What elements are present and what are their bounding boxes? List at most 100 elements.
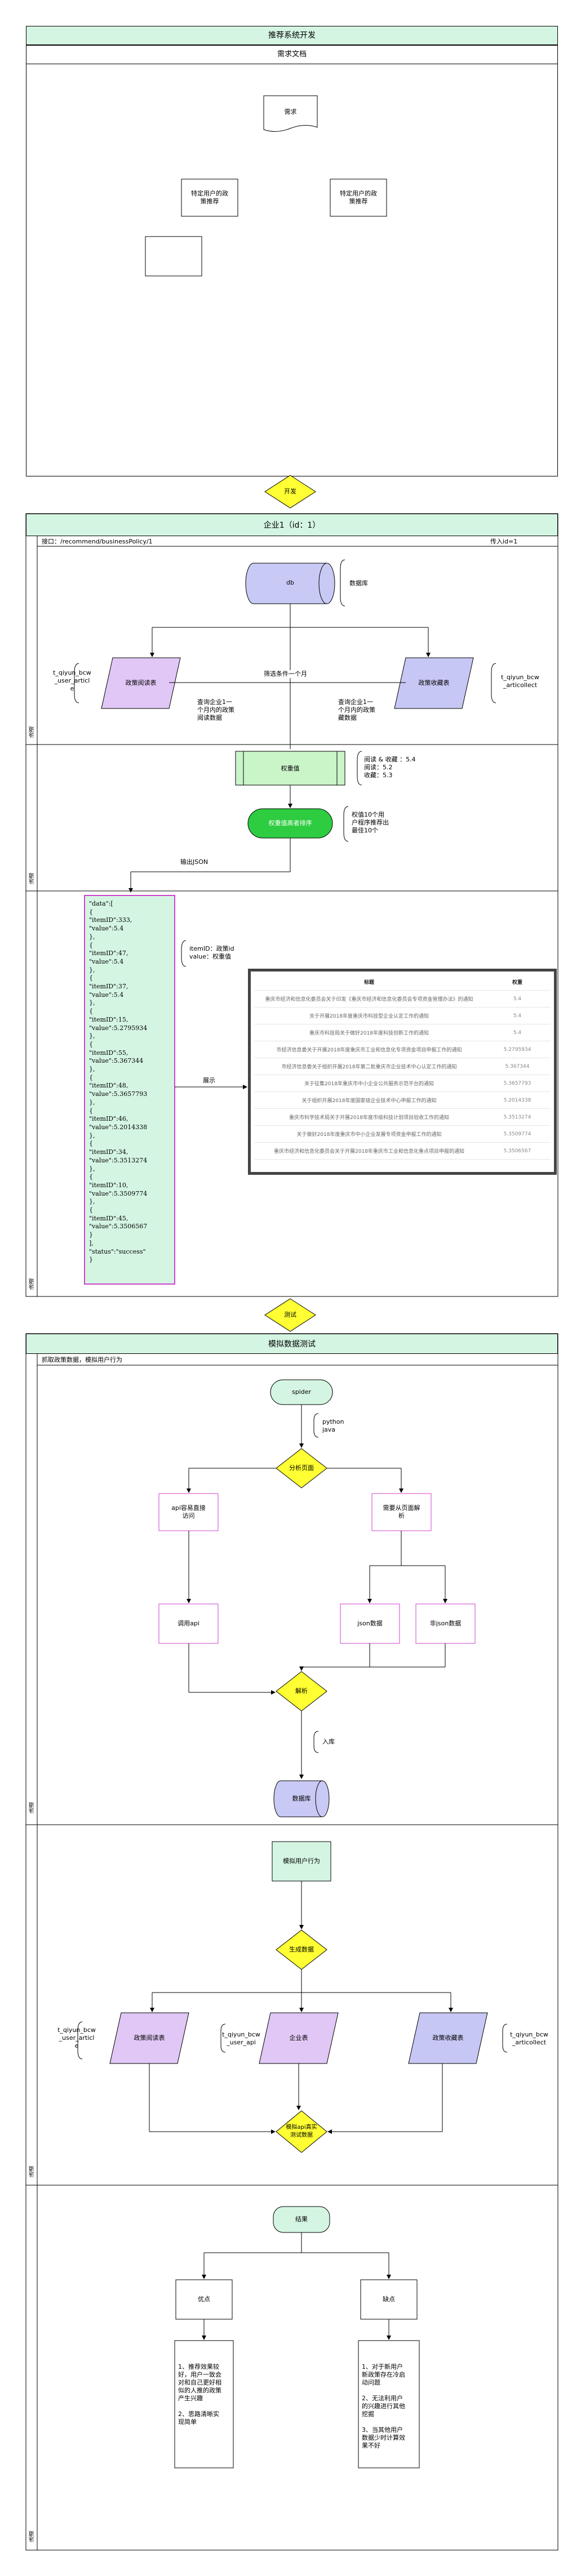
simulation-title: 模拟数据测试 — [26, 1334, 558, 1354]
analyze-label: 分析页面 — [289, 1464, 314, 1472]
t-read-name: t_qiyun_bcw _user_articl e — [53, 669, 91, 692]
result-weight-cell: 5.3509774 — [484, 1125, 551, 1143]
non-json-label: 非json数据 — [429, 1620, 462, 1627]
lane-label-4: 泳道 — [29, 1802, 36, 1813]
lane-label-2: 泳道 — [29, 873, 36, 884]
recommend-note: 权值10个用 户程序推荐出 最佳10个 — [352, 811, 389, 834]
req-left-label: 特定用户的政 策推荐 — [191, 190, 228, 205]
sim-t-read: t_qiyun_bcw _user_articl e — [57, 2026, 96, 2049]
test-label: 测试 — [284, 1311, 296, 1318]
page-parse-box — [371, 1493, 432, 1531]
result-weight-cell: 5.3513274 — [484, 1108, 551, 1126]
sim-desc: 抓取政策数据，模拟用户行为 — [42, 1356, 122, 1363]
collect-table-shape — [394, 657, 474, 709]
result-weight-cell: 5.3506567 — [484, 1142, 551, 1160]
result-title-cell: 重庆市科学技术局关于开展2018年度市级科技计划项目验收工作的通知 — [254, 1108, 484, 1126]
api-access-box — [158, 1493, 219, 1531]
result-title-cell: 关于征集2018年重庆市中小企业公共服务示范平台的通知 — [254, 1075, 484, 1092]
non-json-box — [415, 1603, 476, 1644]
sim-read-shape — [109, 2012, 189, 2064]
develop-label: 开发 — [284, 488, 296, 495]
sim-company-shape — [259, 2012, 339, 2064]
result-weight-cell: 5.2795934 — [484, 1041, 551, 1058]
requirement-doc-label: 需求 — [284, 108, 297, 115]
result-title-cell: 重庆市经济和信息化委员会关于开展2018年重庆市工业和信息化重点项目申报的通知 — [254, 1142, 484, 1160]
json-panel — [84, 895, 175, 1285]
result-label: 结果 — [295, 2216, 308, 2223]
db-label: db — [286, 579, 294, 586]
read-table-shape — [101, 657, 181, 709]
show-label: 展示 — [203, 1077, 215, 1084]
result-title-cell: 关于做好2018年度重庆市中小企业发展专项资金申报工作的通知 — [254, 1125, 484, 1143]
itemid-note: itemID：政策id value：权重值 — [189, 945, 234, 960]
query-read-note: 查询企业1一 个月内的政策 阅读数据 — [197, 698, 234, 721]
simulate-user-box — [272, 1841, 331, 1882]
pros-label: 优点 — [198, 2296, 210, 2303]
t-collect-name: t_qiyun_bcw _articollect — [501, 674, 539, 689]
result-table: 标题 权重 重庆市经济和信息化委员会关于印发《重庆市经济和信息化委员会专项资金管… — [254, 974, 551, 1160]
result-row: 重庆市经济和信息化委员会关于印发《重庆市经济和信息化委员会专项资金管理办法》的通… — [254, 990, 551, 1008]
api-access-label: api容易直接 访问 — [171, 1504, 206, 1519]
result-weight-cell: 5.2014338 — [484, 1091, 551, 1109]
test-diamond — [264, 1298, 316, 1332]
spider-label: spider — [291, 1388, 312, 1396]
sim-read-label: 政策阅读表 — [134, 2034, 165, 2042]
cons-detail-box — [358, 2340, 420, 2468]
api-endpoint: 接口：/recommend/businessPolicy/1 — [42, 538, 153, 545]
call-api-label: 调用api — [178, 1620, 199, 1627]
json-content: "data":[ { "itemID":333, "value":5.4 }, … — [89, 900, 148, 1264]
gen-data-label: 生成数据 — [289, 1946, 314, 1953]
weight-box — [235, 751, 345, 786]
result-weight-cell: 5.4 — [484, 990, 551, 1008]
json-data-box — [340, 1603, 400, 1644]
sim-t-collect: t_qiyun_bcw _articollect — [510, 2031, 548, 2046]
requirements-title: 需求文档 — [277, 50, 307, 59]
result-title-cell: 市经济信息委关于组织开展2018年第二批重庆市企业技术中心认定工作的通知 — [254, 1058, 484, 1075]
sim-t-company: t_qiyun_bcw _user_api — [222, 2031, 260, 2046]
json-data-label: json数据 — [357, 1620, 383, 1627]
output-json-label: 输出JSON — [180, 858, 209, 866]
merge-diamond — [276, 2110, 327, 2153]
store-note: 入库 — [322, 1738, 335, 1745]
req-left-box — [181, 179, 238, 217]
db-note: 数据库 — [349, 580, 368, 587]
result-weight-cell: 5.4 — [484, 1007, 551, 1024]
result-header-weight: 权重 — [484, 974, 551, 991]
develop-diamond — [264, 475, 316, 509]
weight-label: 权重值 — [281, 765, 300, 772]
requirements-header — [26, 45, 558, 64]
read-table-label: 政策阅读表 — [125, 679, 157, 687]
analyze-diamond — [276, 1448, 327, 1488]
lane-label-1: 泳道 — [29, 727, 36, 738]
result-title-cell: 关于开展2018年度重庆市科技型企业认定工作的通知 — [254, 1007, 484, 1024]
sim-collect-label: 政策收藏表 — [432, 2034, 464, 2042]
cons-label: 缺点 — [383, 2296, 395, 2303]
recommend-label: 权重值高者排序 — [268, 819, 312, 827]
req-empty-box — [145, 236, 202, 277]
lane-label-6: 泳道 — [29, 2531, 36, 2542]
lang-note: python java — [322, 1418, 344, 1433]
pros-text: 1、推荐效果较 好，用户一致会 对和自己更好相 似的人推的政策 产生兴趣 2、思… — [178, 2363, 221, 2426]
weight-note: 阅读 & 收藏 ：5.4 阅读：5.2 收藏：5.3 — [364, 756, 416, 779]
filter-label: 筛选条件一个月 — [264, 670, 307, 678]
sim-company-label: 企业表 — [289, 2034, 308, 2042]
result-title-cell: 重庆市经济和信息化委员会关于印发《重庆市经济和信息化委员会专项资金管理办法》的通… — [254, 990, 484, 1008]
lane-label-3: 泳道 — [29, 1278, 36, 1290]
result-title-cell: 重庆市科技局关于做好2018年度科技创新工作的通知 — [254, 1024, 484, 1041]
result-title-cell: 关于组织开展2018年度国家级企业技术中心申报工作的通知 — [254, 1091, 484, 1109]
requirement-document-shape — [263, 95, 318, 132]
query-collect-note: 查询企业1一 个月内的政策 藏数据 — [338, 698, 375, 721]
lane-label-5: 泳道 — [29, 2166, 36, 2177]
database-label: 数据库 — [292, 1795, 311, 1802]
result-title-cell: 市经济信息委关于开展2018年度重庆市工业和信息化专项资金项目申报工作的通知 — [254, 1041, 484, 1058]
parse-label: 解析 — [295, 1687, 308, 1695]
